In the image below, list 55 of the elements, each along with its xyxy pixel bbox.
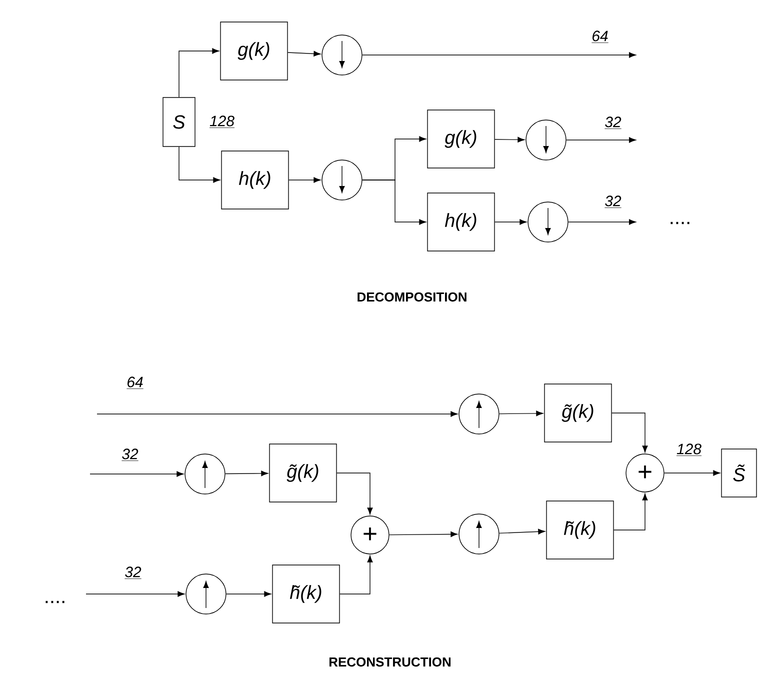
- edge-label: 32: [604, 116, 622, 129]
- arrow: [389, 532, 458, 537]
- upsampler-circle: [184, 454, 226, 494]
- upsampler-circle: [458, 514, 500, 554]
- filter-box: h̃(k): [272, 564, 340, 624]
- arrow: [226, 591, 272, 597]
- arrow: [178, 48, 220, 98]
- arrow: [288, 51, 321, 56]
- arrow: [86, 591, 185, 597]
- arrow: [498, 528, 546, 534]
- filter-box: g̃(k): [269, 444, 337, 502]
- signal-length: 128: [209, 116, 235, 128]
- arrow: [612, 412, 648, 453]
- continuation-dots: ....: [46, 600, 64, 604]
- arrow: [566, 137, 636, 143]
- edge-label: 64: [126, 376, 144, 389]
- filter-box: S̃: [721, 448, 757, 498]
- arrow: [494, 219, 527, 225]
- edge-label: 32: [604, 196, 622, 208]
- filter-box: h(k): [427, 192, 495, 252]
- arrow: [362, 180, 426, 225]
- section-heading: DECOMPOSITION: [358, 292, 466, 302]
- downsampler-circle: [322, 160, 362, 200]
- arrow: [225, 470, 268, 476]
- summing-junction: +: [626, 454, 664, 492]
- filter-box: g̃(k): [544, 384, 612, 442]
- arrow: [499, 410, 544, 416]
- arrow: [494, 136, 525, 142]
- arrow: [614, 493, 648, 530]
- summing-junction: +: [350, 516, 390, 554]
- downsampler-circle: [528, 202, 568, 242]
- edge-label: 32: [124, 566, 142, 579]
- edge-label: 64: [591, 30, 609, 43]
- continuation-dots: ....: [670, 222, 690, 224]
- arrow: [336, 472, 373, 515]
- downsampler-circle: [322, 34, 362, 76]
- arrow: [96, 411, 458, 417]
- edge-label: 128: [676, 444, 702, 456]
- edge-label: 32: [121, 448, 139, 461]
- downsampler-circle: [526, 120, 566, 160]
- filter-box: g(k): [427, 110, 495, 168]
- arrow: [664, 470, 720, 476]
- arrow: [362, 52, 636, 58]
- arrow: [178, 146, 220, 183]
- upsampler-circle: [458, 394, 500, 434]
- arrow: [288, 177, 321, 183]
- upsampler-circle: [186, 574, 226, 614]
- section-heading: RECONSTRUCTION: [329, 657, 451, 667]
- filter-box: h̃(k): [546, 500, 614, 560]
- filter-box: S: [162, 97, 196, 147]
- filter-box: h(k): [221, 150, 289, 210]
- arrow: [90, 471, 184, 477]
- filter-box: g(k): [220, 22, 288, 80]
- arrow: [568, 219, 636, 225]
- arrow: [340, 555, 373, 594]
